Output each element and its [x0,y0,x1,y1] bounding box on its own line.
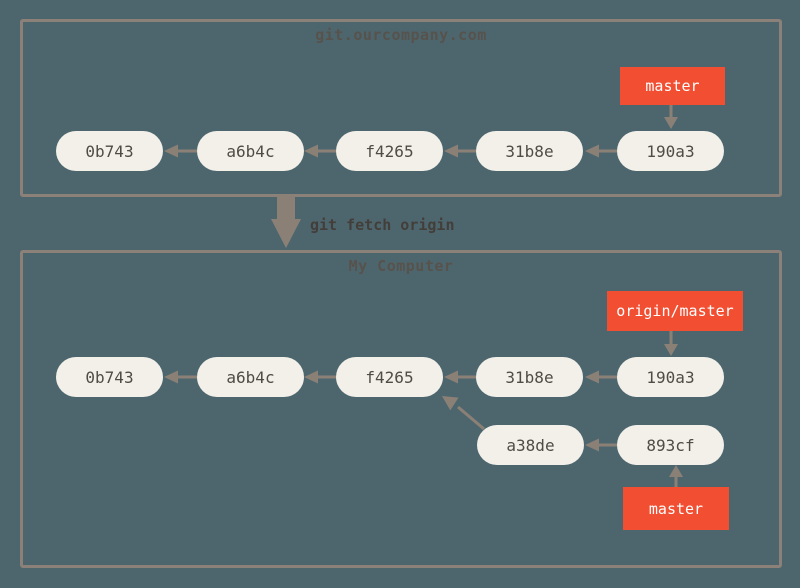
remote-repo-box [20,19,782,197]
commit-node-f4265: f4265 [336,131,443,171]
branch-label-master-local: master [623,487,729,530]
fetch-command-label: git fetch origin [310,216,455,234]
commit-node-893cf: 893cf [617,425,724,465]
branch-label-origin-master: origin/master [607,291,743,331]
local-repo-title: My Computer [348,257,454,275]
commit-node-31b8e: 31b8e [476,131,583,171]
fetch-arrow-icon [271,195,301,248]
commit-node-0b743-local: 0b743 [56,357,163,397]
commit-node-31b8e-local: 31b8e [476,357,583,397]
remote-repo-title: git.ourcompany.com [315,26,487,44]
commit-node-f4265-local: f4265 [336,357,443,397]
commit-node-a38de: a38de [477,425,584,465]
commit-node-190a3-local: 190a3 [617,357,724,397]
local-repo-box [20,250,782,568]
commit-node-a6b4c-local: a6b4c [197,357,304,397]
commit-node-0b743: 0b743 [56,131,163,171]
commit-node-190a3: 190a3 [617,131,724,171]
commit-node-a6b4c: a6b4c [197,131,304,171]
branch-label-master-remote: master [620,67,725,105]
